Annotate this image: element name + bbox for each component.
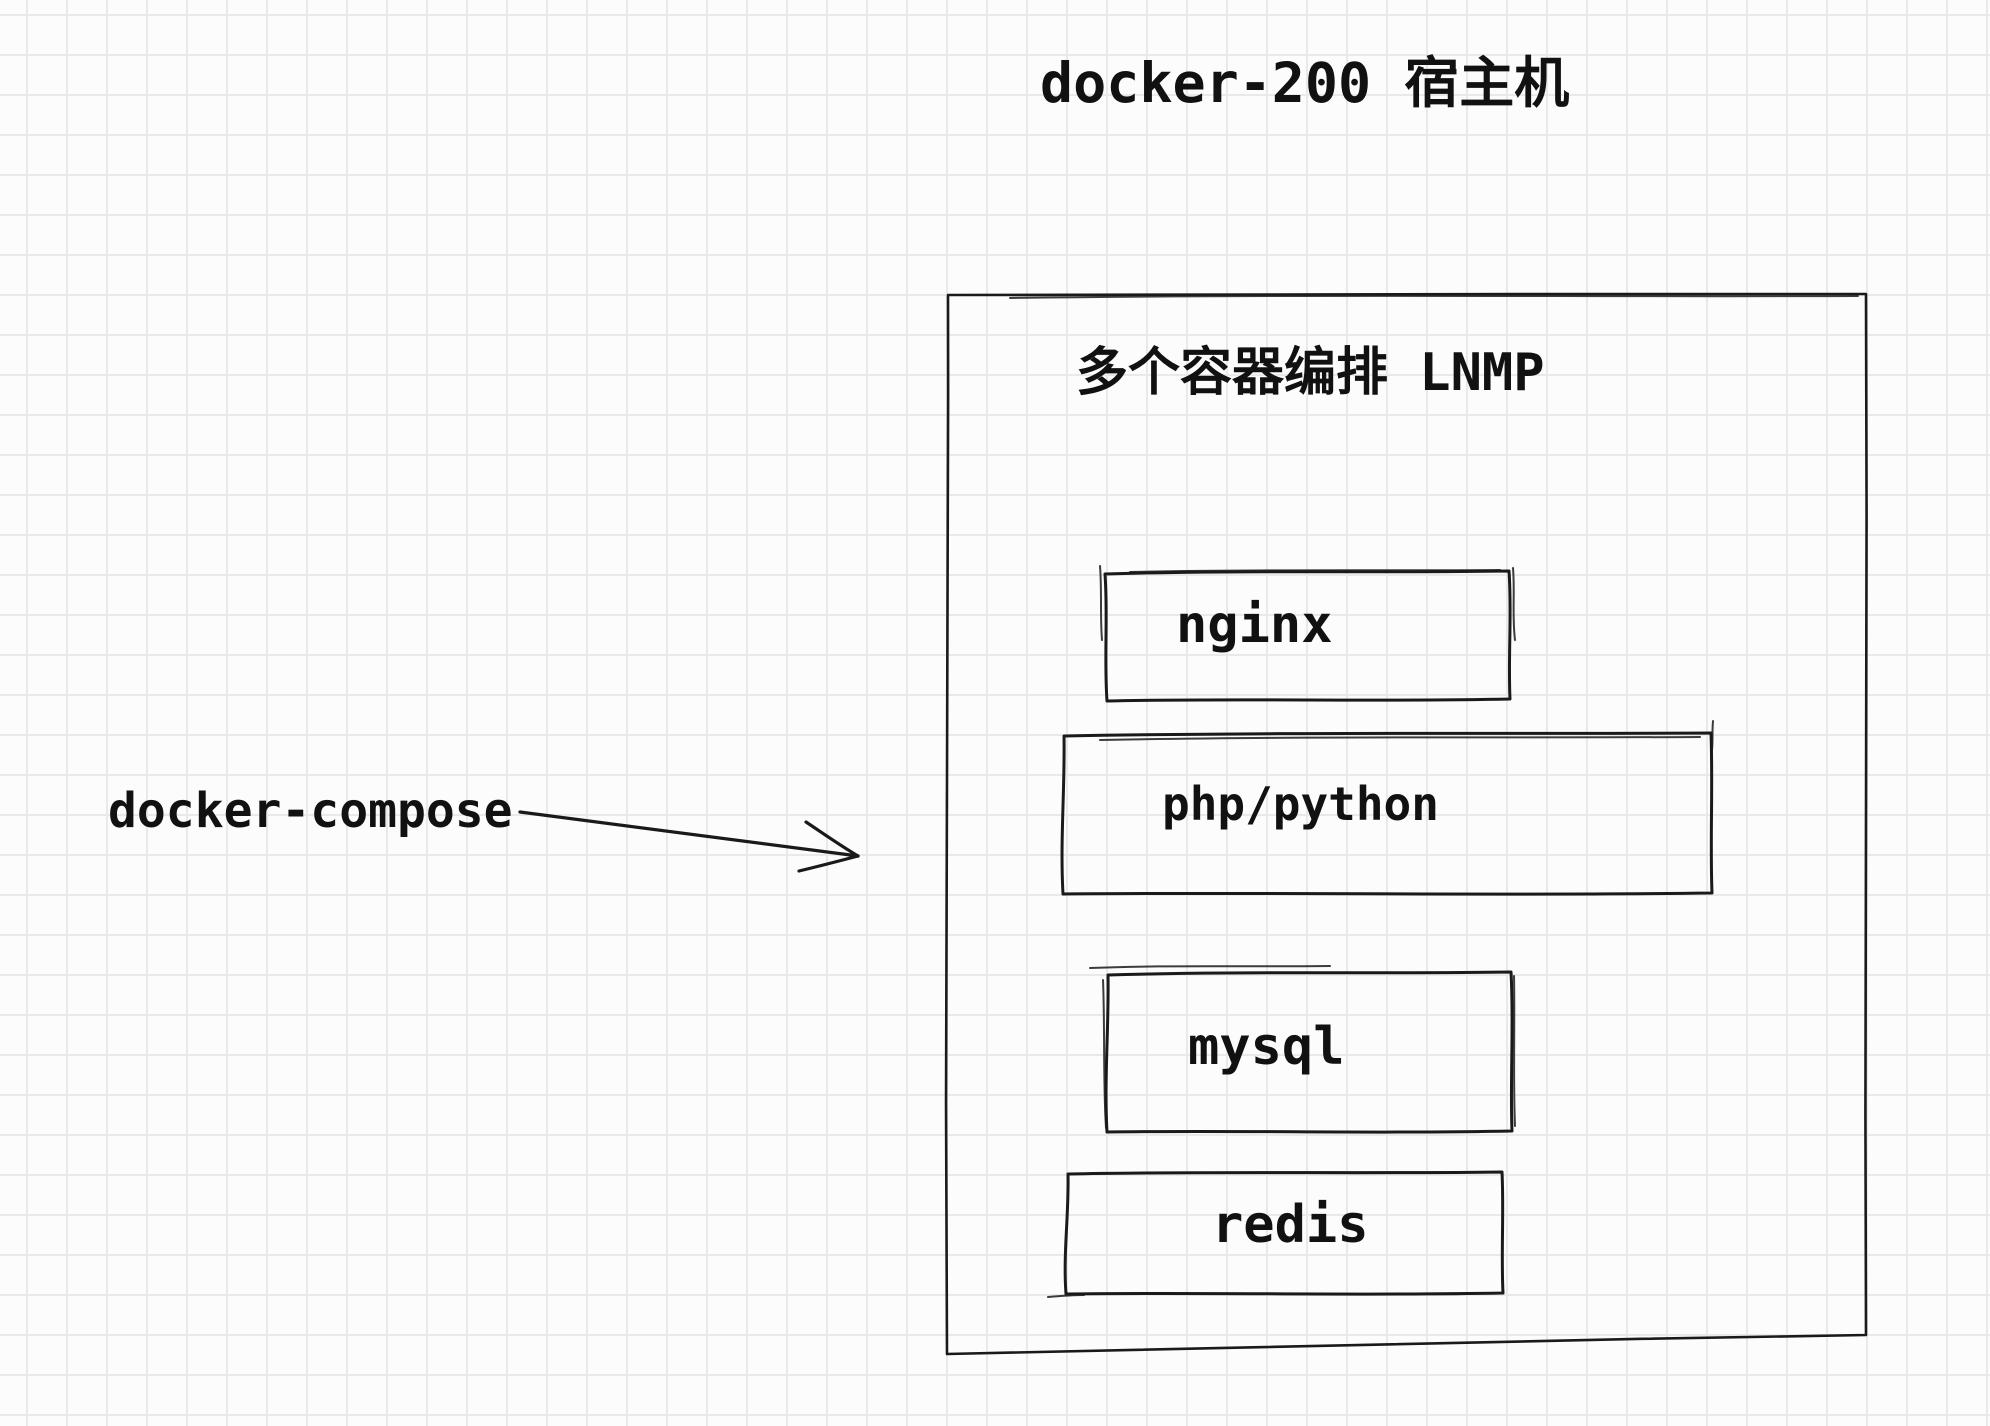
container-label-mysql: mysql [1188,1017,1345,1077]
container-box-nginx [1099,565,1516,703]
host-group-label: 多个容器编排 LNMP [1076,343,1545,403]
container-label-nginx: nginx [1176,595,1333,655]
docker-compose-arrow [518,810,860,873]
container-box-php-python [1060,720,1714,896]
container-label-redis: redis [1212,1195,1369,1255]
docker-compose-label: docker-compose [108,783,513,839]
container-label-php-python: php/python [1162,777,1439,831]
diagram-title: docker-200 宿主机 [1040,51,1570,115]
container-box-mysql [1089,965,1516,1134]
container-box-redis [1047,1170,1505,1298]
host-box [944,292,1868,1356]
